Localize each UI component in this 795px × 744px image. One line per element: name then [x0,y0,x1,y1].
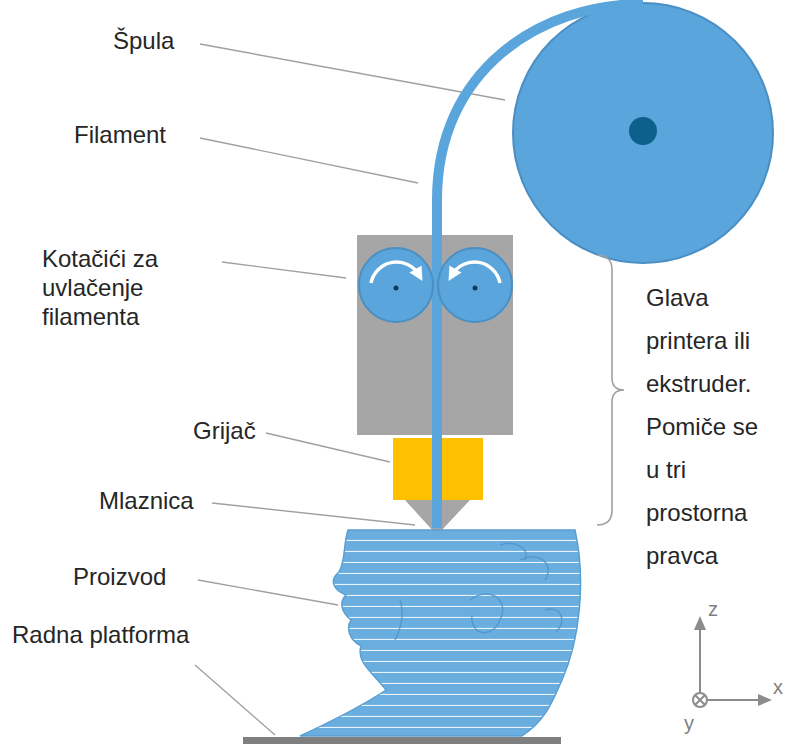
leader-line [222,262,346,278]
wheel-axle [473,286,478,291]
extruder-bracket [597,255,624,525]
part-label: Radna platforma [12,620,202,649]
part-label: Špula [113,26,203,55]
axis-symbol [693,616,772,707]
extruder-note: Glava printera ili ekstruder. Pomiče se … [646,276,776,577]
spool [513,3,773,263]
part-label: Filament [74,120,194,149]
build-platform [243,737,561,744]
leader-line [198,580,338,605]
rotation-arrow [371,262,419,283]
wheel-axle [394,286,399,291]
axis-label: y [684,712,702,734]
leader-line [200,44,505,100]
axis-label: x [773,676,791,698]
leader-line [266,433,390,462]
part-label: Kotačići za uvlačenje filamenta [42,244,220,331]
rotation-arrow [452,262,500,283]
part-label: Grijač [193,416,273,445]
printed-product [300,530,581,736]
feed-wheel [359,248,433,322]
axis-label: z [708,598,728,620]
part-label: Proizvod [73,562,198,591]
leader-line [212,503,415,525]
part-label: Mlaznica [99,486,214,515]
leader-line [200,138,418,183]
product-details [395,543,562,640]
spool-hub [629,117,657,145]
filament [437,4,643,528]
feed-wheel [438,248,512,322]
leader-line [195,665,275,735]
